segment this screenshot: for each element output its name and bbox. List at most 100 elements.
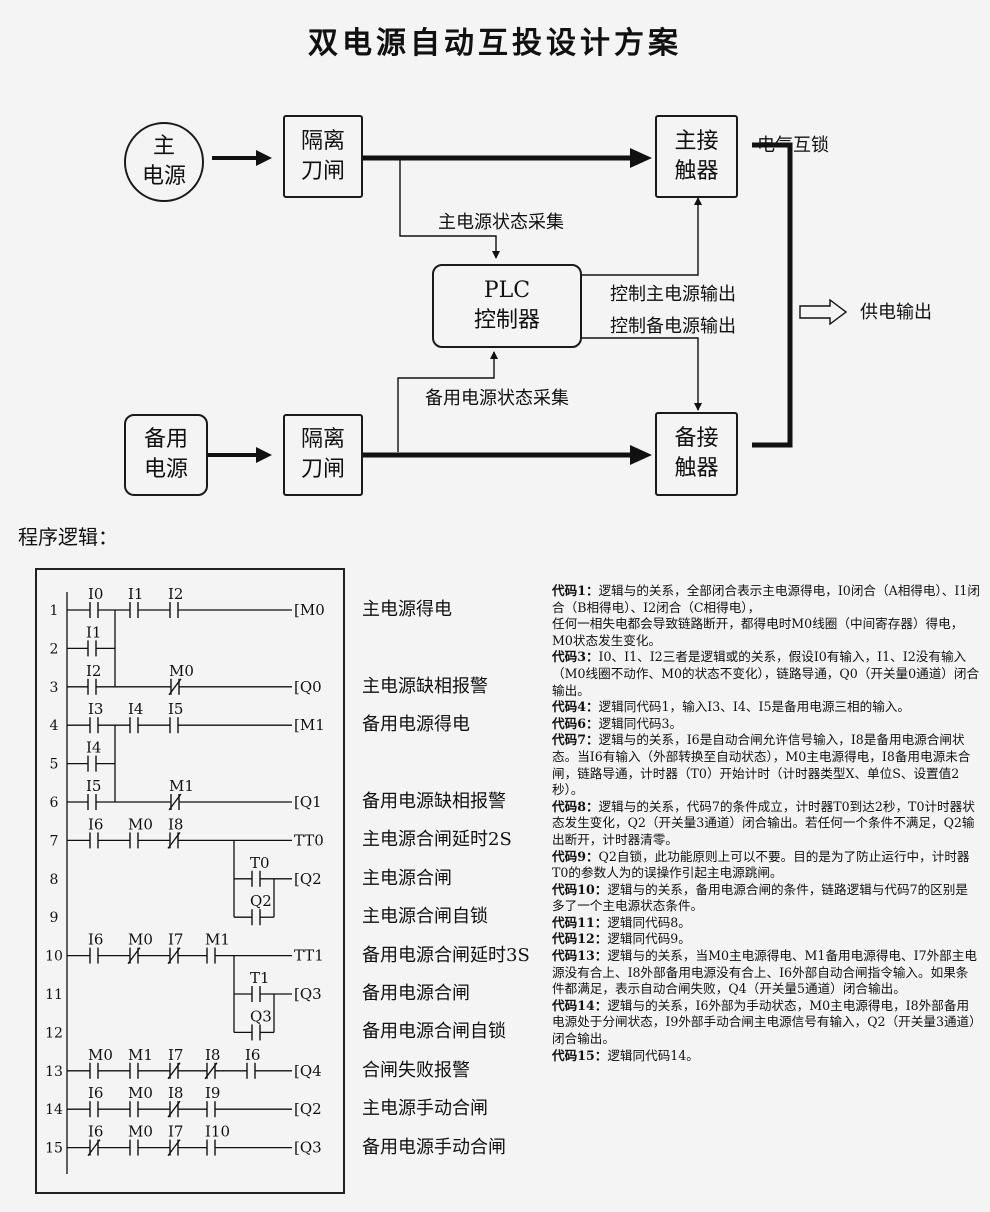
code-note-text: 逻辑与的关系，当M0主电源得电、M1备用电源得电、I7外部主电源没有合上、I8外… xyxy=(552,948,977,997)
code-note-text: 逻辑同代码8。 xyxy=(607,914,691,930)
contact-label: M0 xyxy=(128,1123,153,1141)
code-note-text: 逻辑同代码1，输入I3、I4、I5是备用电源三相的输入。 xyxy=(598,699,910,715)
code-note-text: I0、I1、I2三者是逻辑或的关系，假设I0有输入，I1、I2没有输入（M0线圈… xyxy=(552,649,980,698)
plc-controller-label: PLC 控制器 xyxy=(473,278,540,333)
rung-description: 主电源缺相报警 xyxy=(362,675,488,697)
code-note: 代码7：逻辑与的关系，I6是自动合闸允许信号输入，I8是备用电源合闸状态。当I6… xyxy=(552,732,980,798)
contact-label: Q2 xyxy=(250,892,272,910)
code-note-head: 代码15： xyxy=(552,1047,608,1063)
rung-description: 备用电源合闸 xyxy=(362,983,470,1004)
page-title: 双电源自动互投设计方案 xyxy=(308,26,682,61)
code-note: 任何一相失电都会导致链路断开，都得电时M0线圈（中间寄存器）得电，M0状态发生变… xyxy=(552,616,980,649)
rung-description: 主电源合闸延时2S xyxy=(362,829,512,851)
contact-label: I5 xyxy=(86,777,101,795)
code-note-text: 逻辑与的关系，I6外部为手动状态，M0主电源得电，I8外部备用电源处于分闸状态，… xyxy=(552,997,976,1047)
code-note-head: 代码6： xyxy=(552,715,599,731)
contact-label: I5 xyxy=(168,700,183,718)
ctrl-main-label: 控制主电源输出 xyxy=(610,284,736,305)
line-number: 13 xyxy=(45,1064,63,1080)
backup-isolator-label: 隔离 刀闸 xyxy=(300,427,345,482)
main-contactor-node: 主接 触器 xyxy=(655,115,738,198)
rung-description: 备用电源得电 xyxy=(362,714,470,736)
coil-output: TT1 xyxy=(294,947,324,965)
contact-label: I2 xyxy=(168,585,183,603)
code-note-head: 代码13： xyxy=(552,948,608,964)
main-source-node: 主 电源 xyxy=(124,122,204,202)
code-note-head: 代码3： xyxy=(552,649,599,665)
ctrl-backup-label: 控制备电源输出 xyxy=(610,316,736,337)
line-number: 1 xyxy=(50,603,59,619)
contact-nc-slash xyxy=(167,1062,181,1080)
contact-label: I8 xyxy=(168,1084,183,1102)
rung-description: 备用电源合闸延时3S xyxy=(362,944,530,966)
code-notes: 代码1：逻辑与的关系，全部闭合表示主电源得电，I0闭合（A相得电）、I1闭合（B… xyxy=(552,583,980,1064)
code-note: 代码15：逻辑同代码14。 xyxy=(552,1048,980,1065)
backup-source-label: 备用 电源 xyxy=(143,427,188,482)
contact-label: I3 xyxy=(88,700,103,718)
code-note-text: 逻辑与的关系，备用电源合闸的条件，链路逻辑与代码7的区别是多了一个主电源状态条件… xyxy=(552,881,968,914)
contact-label: I8 xyxy=(168,815,183,833)
coil-output: [Q3 xyxy=(294,985,322,1003)
contact-label: I6 xyxy=(88,815,103,833)
contact-label: T1 xyxy=(250,969,270,987)
rung-description: 备用电源合闸自锁 xyxy=(362,1021,506,1043)
rung-description: 主电源合闸自锁 xyxy=(362,906,488,928)
contact-label: I7 xyxy=(168,1123,183,1141)
main-source-label: 主 电源 xyxy=(141,134,186,189)
code-note-text: Q2自锁，此功能原则上可以不要。目的是为了防止运行中，计时器T0的参数人为的误操… xyxy=(552,848,970,881)
contact-label: I1 xyxy=(86,623,101,641)
contact-label: Q3 xyxy=(250,1007,272,1025)
block-diagram-wires xyxy=(208,142,848,465)
coil-output: [Q0 xyxy=(294,678,322,696)
code-note-head: 代码4： xyxy=(552,699,599,715)
rung-description: 主电源合闸 xyxy=(362,867,452,889)
contact-nc-slash xyxy=(168,793,182,811)
contact-nc-slash xyxy=(167,1100,181,1118)
code-note-text: 逻辑与的关系，全部闭合表示主电源得电，I0闭合（A相得电）、I1闭合（B相得电）… xyxy=(552,583,980,615)
contact-label: M1 xyxy=(205,931,230,949)
contact-label: I7 xyxy=(168,931,183,949)
backup-contactor-label: 备接 触器 xyxy=(674,426,719,481)
contact-label: I6 xyxy=(245,1046,260,1064)
contact-label: M0 xyxy=(128,815,153,833)
code-note-text: 任何一相失电都会导致链路断开，都得电时M0线圈（中间寄存器）得电，M0状态发生变… xyxy=(552,616,964,648)
contact-label: I4 xyxy=(86,739,101,757)
coil-output: [Q4 xyxy=(294,1062,322,1080)
code-note-text: 逻辑与的关系，代码7的条件成立，计时器T0到达2秒，T0计时器状态发生变化，Q2… xyxy=(552,798,975,847)
code-note-head: 代码9： xyxy=(552,848,599,864)
contact-label: T0 xyxy=(250,854,270,872)
contact-label: I8 xyxy=(205,1046,220,1064)
line-number: 14 xyxy=(45,1102,63,1118)
code-note: 代码9：Q2自锁，此功能原则上可以不要。目的是为了防止运行中，计时器T0的参数人… xyxy=(552,849,980,882)
contact-label: I6 xyxy=(88,931,103,949)
wire-main-sense xyxy=(399,160,500,259)
line-number: 2 xyxy=(50,641,59,657)
interlock-label: 电气互锁 xyxy=(757,135,829,156)
wire-backup-sense xyxy=(397,351,498,452)
rung-description: 主电源手动合闸 xyxy=(362,1098,488,1120)
contact-label: M0 xyxy=(88,1046,113,1064)
code-note: 代码10：逻辑与的关系，备用电源合闸的条件，链路逻辑与代码7的区别是多了一个主电… xyxy=(552,882,980,915)
main-isolator-label: 隔离 刀闸 xyxy=(300,128,345,184)
contact-label: I7 xyxy=(168,1046,183,1064)
wire-output-bus xyxy=(752,142,793,448)
code-note: 代码1：逻辑与的关系，全部闭合表示主电源得电，I0闭合（A相得电）、I1闭合（B… xyxy=(552,583,980,616)
contact-label: M0 xyxy=(128,931,153,949)
line-number: 15 xyxy=(45,1141,63,1157)
contact-nc-slash xyxy=(127,947,141,964)
line-number: 10 xyxy=(45,949,63,965)
line-number: 9 xyxy=(50,910,59,926)
contact-label: M0 xyxy=(128,1084,153,1102)
code-note: 代码14：逻辑与的关系，I6外部为手动状态，M0主电源得电，I8外部备用电源处于… xyxy=(552,998,980,1048)
coil-output: [Q1 xyxy=(294,793,322,811)
main-sense-label: 主电源状态采集 xyxy=(438,212,564,233)
code-note: 代码4：逻辑同代码1，输入I3、I4、I5是备用电源三相的输入。 xyxy=(552,699,980,716)
program-logic-heading: 程序逻辑： xyxy=(18,525,118,549)
code-note-head: 代码12： xyxy=(552,931,608,947)
code-note: 代码13：逻辑与的关系，当M0主电源得电、M1备用电源得电、I7外部主电源没有合… xyxy=(552,948,980,998)
code-note: 代码6：逻辑同代码3。 xyxy=(552,716,980,733)
contact-label: I2 xyxy=(86,662,101,680)
contact-nc-slash xyxy=(87,1139,101,1156)
code-note-head: 代码14： xyxy=(552,997,608,1013)
